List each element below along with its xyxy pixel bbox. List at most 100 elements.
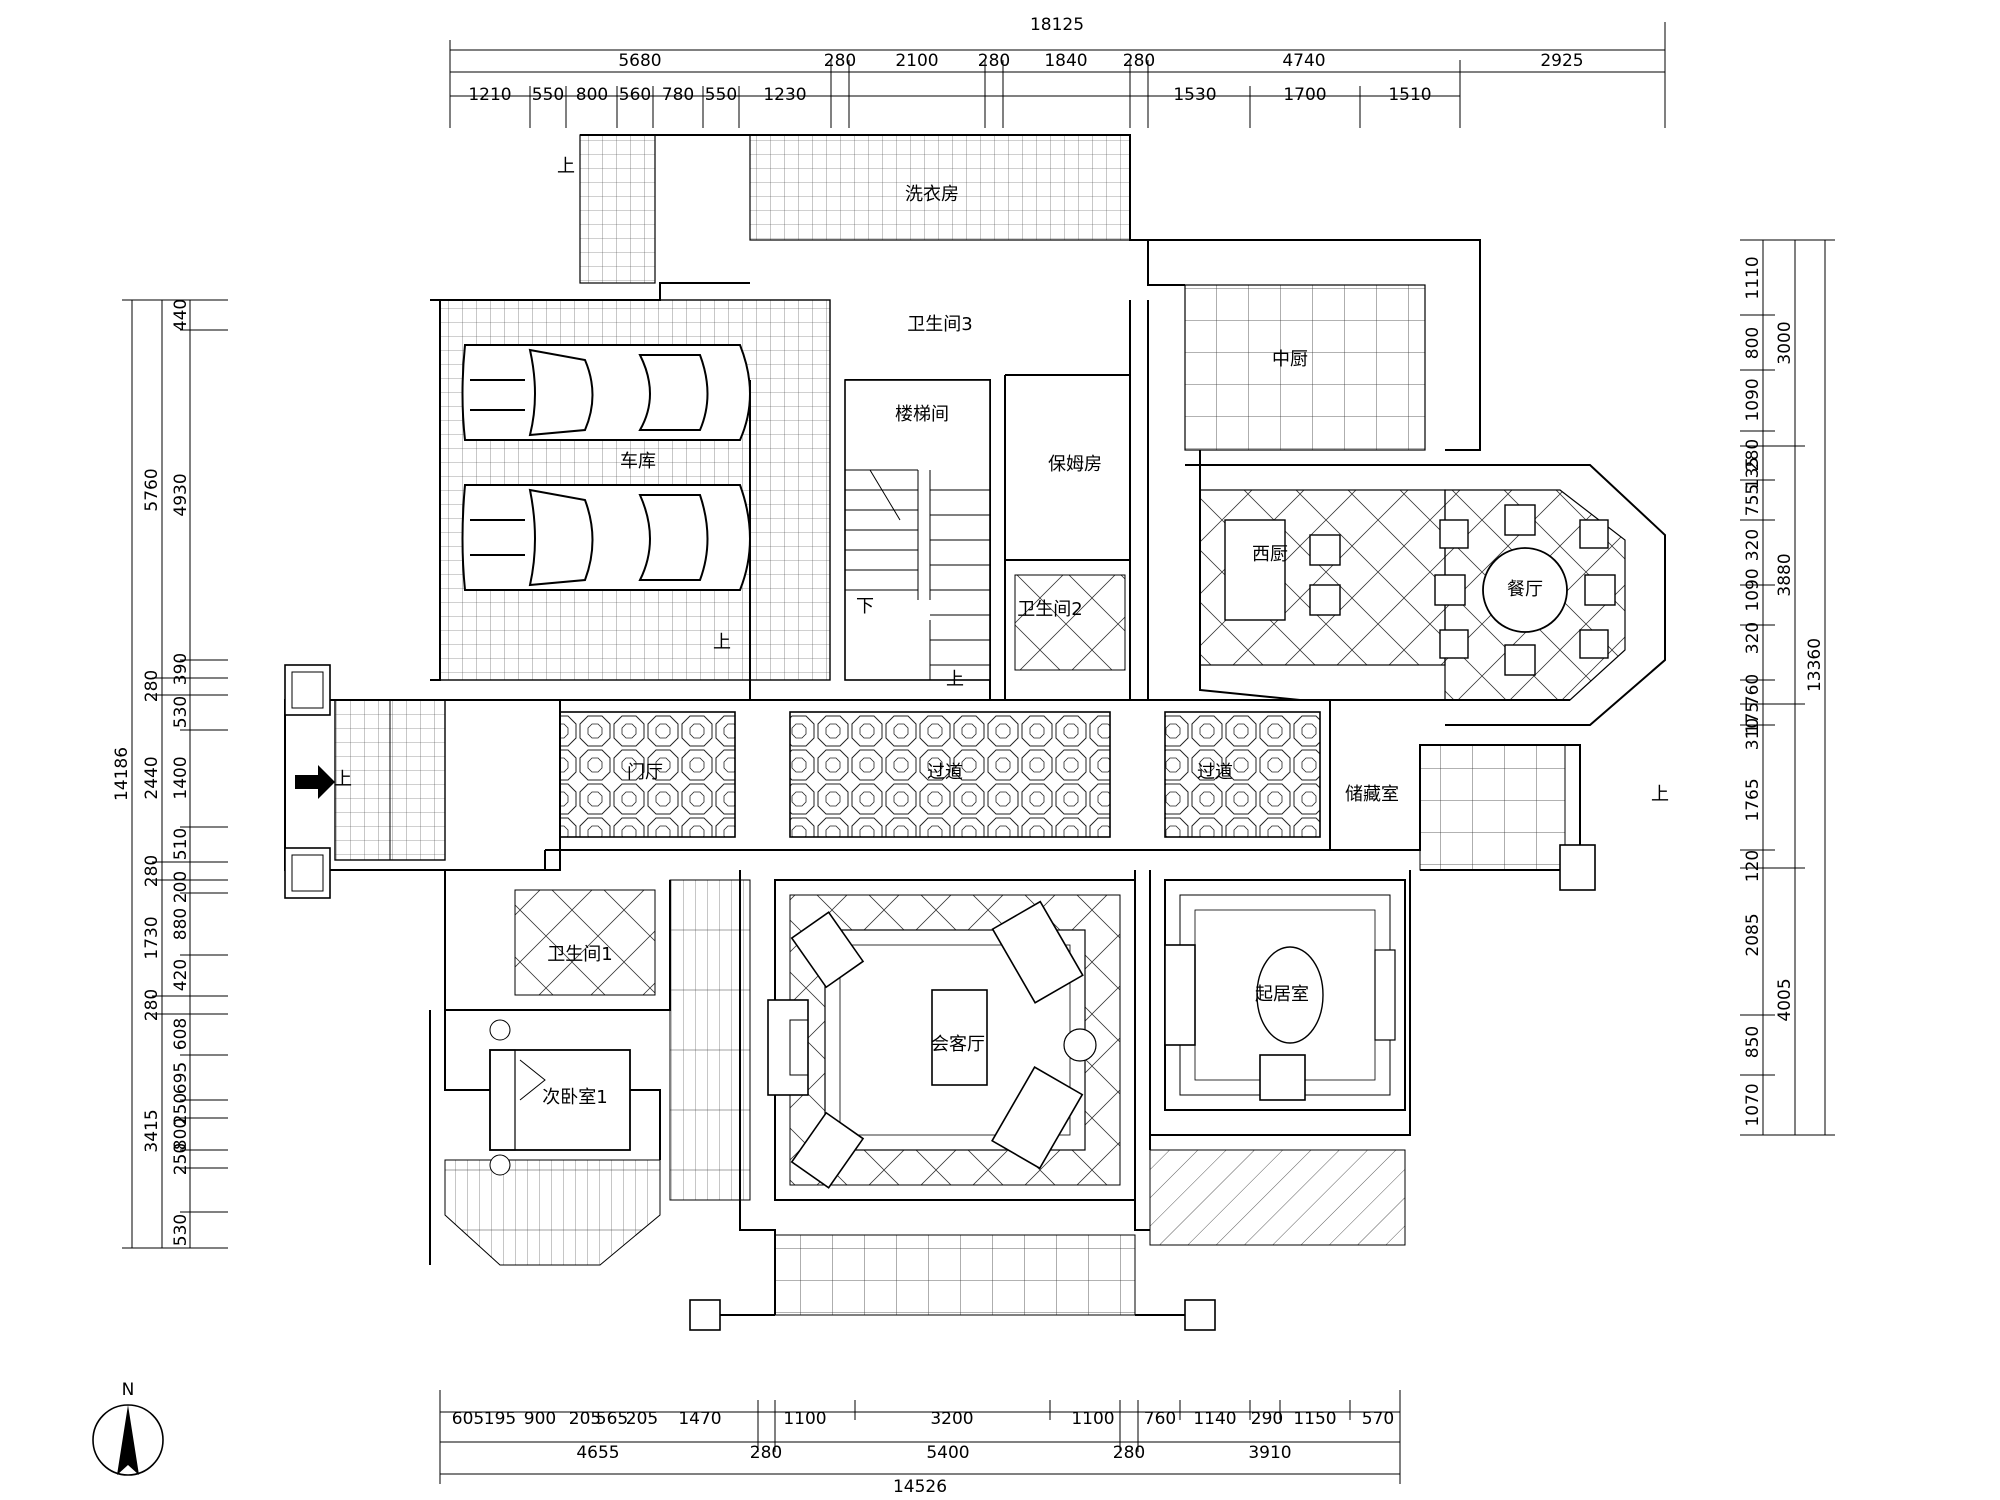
dimension-top xyxy=(449,22,1666,128)
dim-bottom-1-5: 565 xyxy=(596,1409,628,1429)
dim-left-3-14: 250 xyxy=(171,1143,191,1175)
dim-left-3-3: 390 xyxy=(171,653,191,685)
dim-bottom-2-1: 4655 xyxy=(576,1443,619,1463)
dim-top-2-6: 280 xyxy=(1123,51,1155,71)
dim-bottom-1-4: 205 xyxy=(569,1409,601,1429)
dim-top-3-9: 1700 xyxy=(1283,85,1326,105)
dim-left-3-8: 880 xyxy=(171,908,191,940)
fireplace xyxy=(767,999,809,1096)
bed xyxy=(489,1019,631,1176)
dim-right-3-8: 1090 xyxy=(1743,568,1763,611)
dim-bottom-1-12: 1140 xyxy=(1193,1409,1236,1429)
staircase xyxy=(844,379,991,681)
dim-left-3-5: 1400 xyxy=(171,756,191,799)
dim-bottom-1-8: 1100 xyxy=(783,1409,826,1429)
room-bath1: 卫生间1 xyxy=(547,944,612,965)
entry-arrow-icon xyxy=(295,765,335,799)
dim-top-2-1: 5680 xyxy=(618,51,661,71)
dim-left-2-5: 1730 xyxy=(142,916,162,959)
dim-right-2-1: 3000 xyxy=(1775,321,1795,364)
mark-up-laundry: 上 xyxy=(557,156,575,177)
dim-right-3-5: 135 xyxy=(1743,457,1763,489)
dim-bottom-1-9: 3200 xyxy=(930,1409,973,1429)
dim-right-3-6: 755 xyxy=(1743,484,1763,516)
room-nanny: 保姆房 xyxy=(1048,454,1102,475)
dining-table xyxy=(1434,504,1616,676)
dimension-right-labels: 13360 3000 3880 4005 1110 800 1090 280 1… xyxy=(1743,256,1825,1126)
room-stair: 楼梯间 xyxy=(895,404,949,425)
dim-left-3-6: 510 xyxy=(171,828,191,860)
dim-left-2-2: 280 xyxy=(142,670,162,702)
dimension-bottom xyxy=(439,1390,1401,1484)
dim-bottom-1-6: 205 xyxy=(626,1409,658,1429)
dim-left-2-1: 5760 xyxy=(142,468,162,511)
room-bath2: 卫生间2 xyxy=(1017,599,1082,620)
mark-up-stair: 上 xyxy=(946,669,964,690)
dim-top-3-2: 550 xyxy=(532,85,564,105)
mark-up-terrace: 上 xyxy=(1651,784,1669,805)
dim-right-total: 13360 xyxy=(1805,638,1825,692)
dim-left-3-12: 250 xyxy=(171,1093,191,1125)
dim-left-3-13: 800 xyxy=(171,1118,191,1150)
dim-top-3-7: 1230 xyxy=(763,85,806,105)
dim-left-3-4: 530 xyxy=(171,696,191,728)
dim-top-3-5: 780 xyxy=(662,85,694,105)
room-laundry: 洗衣房 xyxy=(905,184,959,205)
dim-left-2-6: 280 xyxy=(142,989,162,1021)
dim-left-2-3: 2440 xyxy=(142,756,162,799)
dim-bottom-1-15: 570 xyxy=(1362,1409,1394,1429)
dim-bottom-total: 14526 xyxy=(893,1477,947,1497)
dim-right-3-10: 760 xyxy=(1743,674,1763,706)
dim-top-3-10: 1510 xyxy=(1388,85,1431,105)
stair-marks: 上 上 上 上 上 下 xyxy=(334,156,1669,805)
room-labels: 洗衣房 卫生间3 中厨 车库 楼梯间 保姆房 西厨 餐厅 卫生间2 门厅 过道 … xyxy=(542,184,1543,1108)
dim-left-3-11: 695 xyxy=(171,1062,191,1094)
dimension-bottom-labels: 605 195 900 205 565 205 1470 1100 3200 1… xyxy=(452,1409,1394,1497)
walls xyxy=(284,134,1666,1316)
dim-top-2-5: 1840 xyxy=(1044,51,1087,71)
mark-up-garage: 上 xyxy=(713,632,731,653)
dimension-right xyxy=(1740,239,1835,1136)
room-corridor-1: 过道 xyxy=(927,762,963,783)
sofas-living xyxy=(790,900,1097,1189)
dim-left-2-7: 3415 xyxy=(142,1109,162,1152)
dimension-left-labels: 14186 5760 280 2440 280 1730 280 3415 44… xyxy=(112,299,191,1246)
car-2 xyxy=(461,484,751,591)
room-bath3: 卫生间3 xyxy=(907,314,972,335)
room-sitting: 起居室 xyxy=(1255,984,1309,1005)
dim-bottom-2-2: 280 xyxy=(750,1443,782,1463)
sitting-room-frame xyxy=(1164,879,1406,1111)
dim-bottom-2-5: 3910 xyxy=(1248,1443,1291,1463)
dim-left-3-7: 200 xyxy=(171,871,191,903)
room-bedroom: 次卧室1 xyxy=(542,1087,607,1108)
dim-bottom-1-13: 290 xyxy=(1251,1409,1283,1429)
dim-right-3-13: 1765 xyxy=(1743,778,1763,821)
dim-right-3-11: 175 xyxy=(1743,702,1763,734)
dim-right-3-2: 800 xyxy=(1743,327,1763,359)
dim-top-2-2: 280 xyxy=(824,51,856,71)
dim-top-total: 18125 xyxy=(1030,15,1084,35)
dim-right-3-4: 280 xyxy=(1743,439,1763,471)
north-label: N xyxy=(122,1380,135,1400)
dim-right-3-16: 850 xyxy=(1743,1026,1763,1058)
dimension-left xyxy=(122,299,228,1249)
room-storage: 储藏室 xyxy=(1345,784,1399,805)
dim-right-3-1: 1110 xyxy=(1743,256,1763,299)
room-kitchen: 中厨 xyxy=(1272,349,1308,370)
entry-steps xyxy=(334,699,446,861)
dim-top-2-8: 2925 xyxy=(1540,51,1583,71)
dim-bottom-1-2: 195 xyxy=(484,1409,516,1429)
dim-top-2-7: 4740 xyxy=(1282,51,1325,71)
dim-left-total: 14186 xyxy=(112,747,132,801)
dim-bottom-1-7: 1470 xyxy=(678,1409,721,1429)
room-foyer: 门厅 xyxy=(627,762,663,783)
dim-left-3-9: 420 xyxy=(171,959,191,991)
room-west-kitchen: 西厨 xyxy=(1252,544,1288,565)
dim-right-3-15: 2085 xyxy=(1743,913,1763,956)
dim-top-3-1: 1210 xyxy=(468,85,511,105)
dim-bottom-1-1: 605 xyxy=(452,1409,484,1429)
mark-down-stair: 下 xyxy=(856,596,874,617)
room-dining: 餐厅 xyxy=(1507,579,1543,600)
dim-right-2-2: 3880 xyxy=(1775,553,1795,596)
